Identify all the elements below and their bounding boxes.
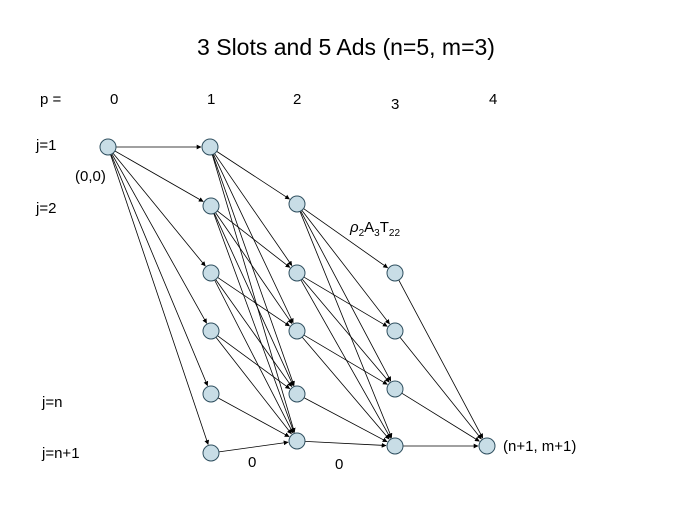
- j-label-n: j=n: [41, 394, 62, 411]
- edge-a4-b5: [215, 337, 292, 435]
- edge-b1-c3: [300, 210, 392, 382]
- node-s: [99, 138, 117, 156]
- edge-a3-b5: [214, 279, 294, 434]
- bottom-zero-1: 0: [248, 454, 256, 471]
- node-c3: [386, 380, 404, 398]
- edge-b1-c2: [301, 210, 390, 325]
- p-value-0: 0: [110, 91, 118, 108]
- edge-a2-b4: [213, 213, 294, 387]
- edge-c3-e: [401, 392, 480, 442]
- node-a1: [201, 138, 219, 156]
- node-c2: [386, 322, 404, 340]
- edge-a2-b5: [213, 213, 295, 433]
- edge-b5-c4: [304, 441, 387, 448]
- start-node-label: (0,0): [75, 168, 106, 185]
- edge-s-a4: [111, 153, 207, 324]
- p-value-1: 1: [207, 91, 215, 108]
- edge-c2-e: [399, 336, 482, 440]
- node-c1: [386, 264, 404, 282]
- edge-s-a2: [114, 150, 204, 202]
- node-b5: [288, 432, 306, 450]
- bottom-zero-2: 0: [335, 456, 343, 473]
- edge-b2-c2: [303, 276, 388, 327]
- j-label-2: j=2: [35, 200, 56, 217]
- edge-b1-c1: [303, 208, 389, 269]
- node-c4: [386, 437, 404, 455]
- node-b2: [288, 264, 306, 282]
- edge-a3-b3: [217, 277, 290, 327]
- end-node-label: (n+1, m+1): [503, 438, 576, 455]
- node-b3: [288, 322, 306, 340]
- edge-a3-b4: [215, 279, 293, 388]
- p-value-2: 2: [293, 91, 301, 108]
- node-a3: [202, 264, 220, 282]
- p-axis-label: p =: [40, 91, 62, 108]
- edge-s-a5: [110, 154, 209, 387]
- edge-b3-c4: [301, 336, 390, 440]
- node-b1: [288, 195, 306, 213]
- edge-s-a3: [112, 152, 206, 267]
- p-value-3: 3: [391, 96, 399, 113]
- nodes: [99, 138, 496, 462]
- slide-title: 3 Slots and 5 Ads (n=5, m=3): [197, 34, 495, 60]
- node-a2: [202, 197, 220, 215]
- node-a5: [202, 385, 220, 403]
- edge-b2-c4: [300, 279, 391, 439]
- edge-a2-b2: [217, 210, 291, 268]
- edge-a1-b5: [211, 154, 296, 433]
- j-label-n-plus-1: j=n+1: [41, 445, 80, 462]
- node-e: [478, 437, 496, 455]
- j-label-1: j=1: [35, 137, 56, 154]
- edge-b1-c4: [299, 211, 393, 439]
- edge-b2-c3: [301, 278, 390, 383]
- edge-a6-b5: [218, 440, 289, 453]
- edges: [110, 144, 484, 453]
- edge-a5-b5: [217, 397, 290, 438]
- node-b4: [288, 385, 306, 403]
- edge-a2-b3: [215, 212, 293, 324]
- edge-a4-b4: [217, 335, 291, 390]
- edge-s-a6: [110, 154, 210, 445]
- edge-a1-b2: [214, 153, 293, 266]
- edge-c1-e: [398, 279, 484, 439]
- edge-b4-c4: [303, 397, 388, 443]
- edge-b3-c3: [303, 334, 388, 385]
- edge-a1-b4: [212, 154, 295, 386]
- edge-weight-label: ρ2A3T22: [349, 219, 400, 239]
- edge-a1-b1: [216, 151, 290, 200]
- node-a6: [202, 444, 220, 462]
- p-value-4: 4: [489, 91, 497, 108]
- node-a4: [202, 322, 220, 340]
